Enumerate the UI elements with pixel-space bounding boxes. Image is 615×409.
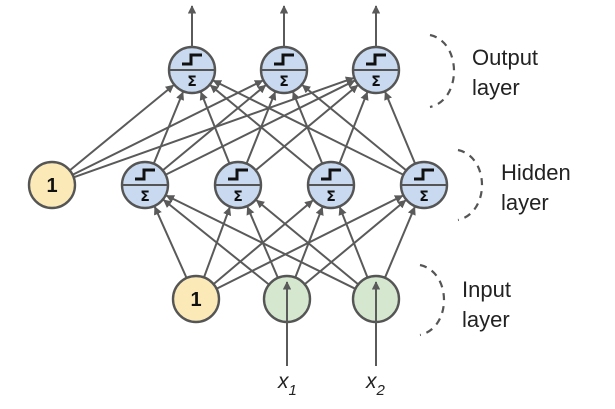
- bias-value: 1: [46, 175, 57, 197]
- sum-symbol: Σ: [326, 189, 336, 205]
- sum-symbol: Σ: [233, 189, 243, 205]
- sum-symbol: Σ: [279, 74, 289, 90]
- sum-symbol: Σ: [187, 74, 197, 90]
- connection-input1-hidden0: [163, 199, 270, 286]
- connection-input2-hidden2: [338, 206, 369, 278]
- input-layer-brace: [419, 263, 446, 337]
- input-layer-label: Input: [462, 277, 511, 302]
- step-function-icon: [228, 168, 248, 181]
- connection-input2-hidden1: [255, 199, 359, 286]
- sum-symbol: Σ: [371, 74, 381, 90]
- hidden-neuron-2: Σ: [213, 160, 263, 210]
- output-layer-label-2: layer: [472, 75, 520, 100]
- connection-input2-hidden3: [384, 206, 416, 279]
- input-layer-label-2: layer: [462, 307, 510, 332]
- step-function-icon: [274, 53, 294, 66]
- step-function-icon: [414, 168, 434, 181]
- hidden-neuron-3: Σ: [306, 160, 356, 210]
- output-neuron-2: Σ: [259, 45, 309, 95]
- connection-hidden4-output2: [384, 91, 417, 165]
- hidden-layer-brace: [457, 148, 484, 222]
- step-function-icon: [135, 168, 155, 181]
- connection-input1-hidden3: [304, 199, 407, 286]
- hidden-neuron-1: Σ: [120, 160, 170, 210]
- connection-input2-hidden0: [165, 194, 356, 290]
- connection-hidden2-output0: [199, 91, 231, 165]
- connections: [69, 76, 417, 290]
- input-bias-neuron: 1: [171, 274, 221, 324]
- bias-value: 1: [190, 289, 201, 311]
- input-label-x1: x1: [277, 370, 297, 399]
- output-neuron-1: Σ: [167, 45, 217, 95]
- connection-hidden0-output0: [69, 84, 175, 172]
- hidden-layer-label-2: layer: [501, 190, 549, 215]
- connection-input0-hidden0: [153, 206, 188, 279]
- sum-symbol: Σ: [140, 189, 150, 205]
- connection-hidden4-output1: [301, 84, 407, 172]
- connection-hidden3-output0: [209, 84, 314, 172]
- step-function-icon: [366, 53, 386, 66]
- input-label-x2: x2: [365, 370, 386, 399]
- step-function-icon: [321, 168, 341, 181]
- connection-hidden4-output0: [212, 79, 404, 176]
- io-arrows: [187, 5, 381, 366]
- hidden-bias-neuron: 1: [27, 160, 77, 210]
- output-layer-brace: [429, 33, 456, 109]
- step-function-icon: [182, 53, 202, 66]
- connection-hidden1-output0: [152, 91, 184, 165]
- sum-symbol: Σ: [419, 189, 429, 205]
- hidden-layer-label: Hidden: [501, 160, 571, 185]
- output-layer-label: Output: [472, 45, 538, 70]
- output-neuron-3: Σ: [351, 45, 401, 95]
- hidden-neuron-4: Σ: [399, 160, 449, 210]
